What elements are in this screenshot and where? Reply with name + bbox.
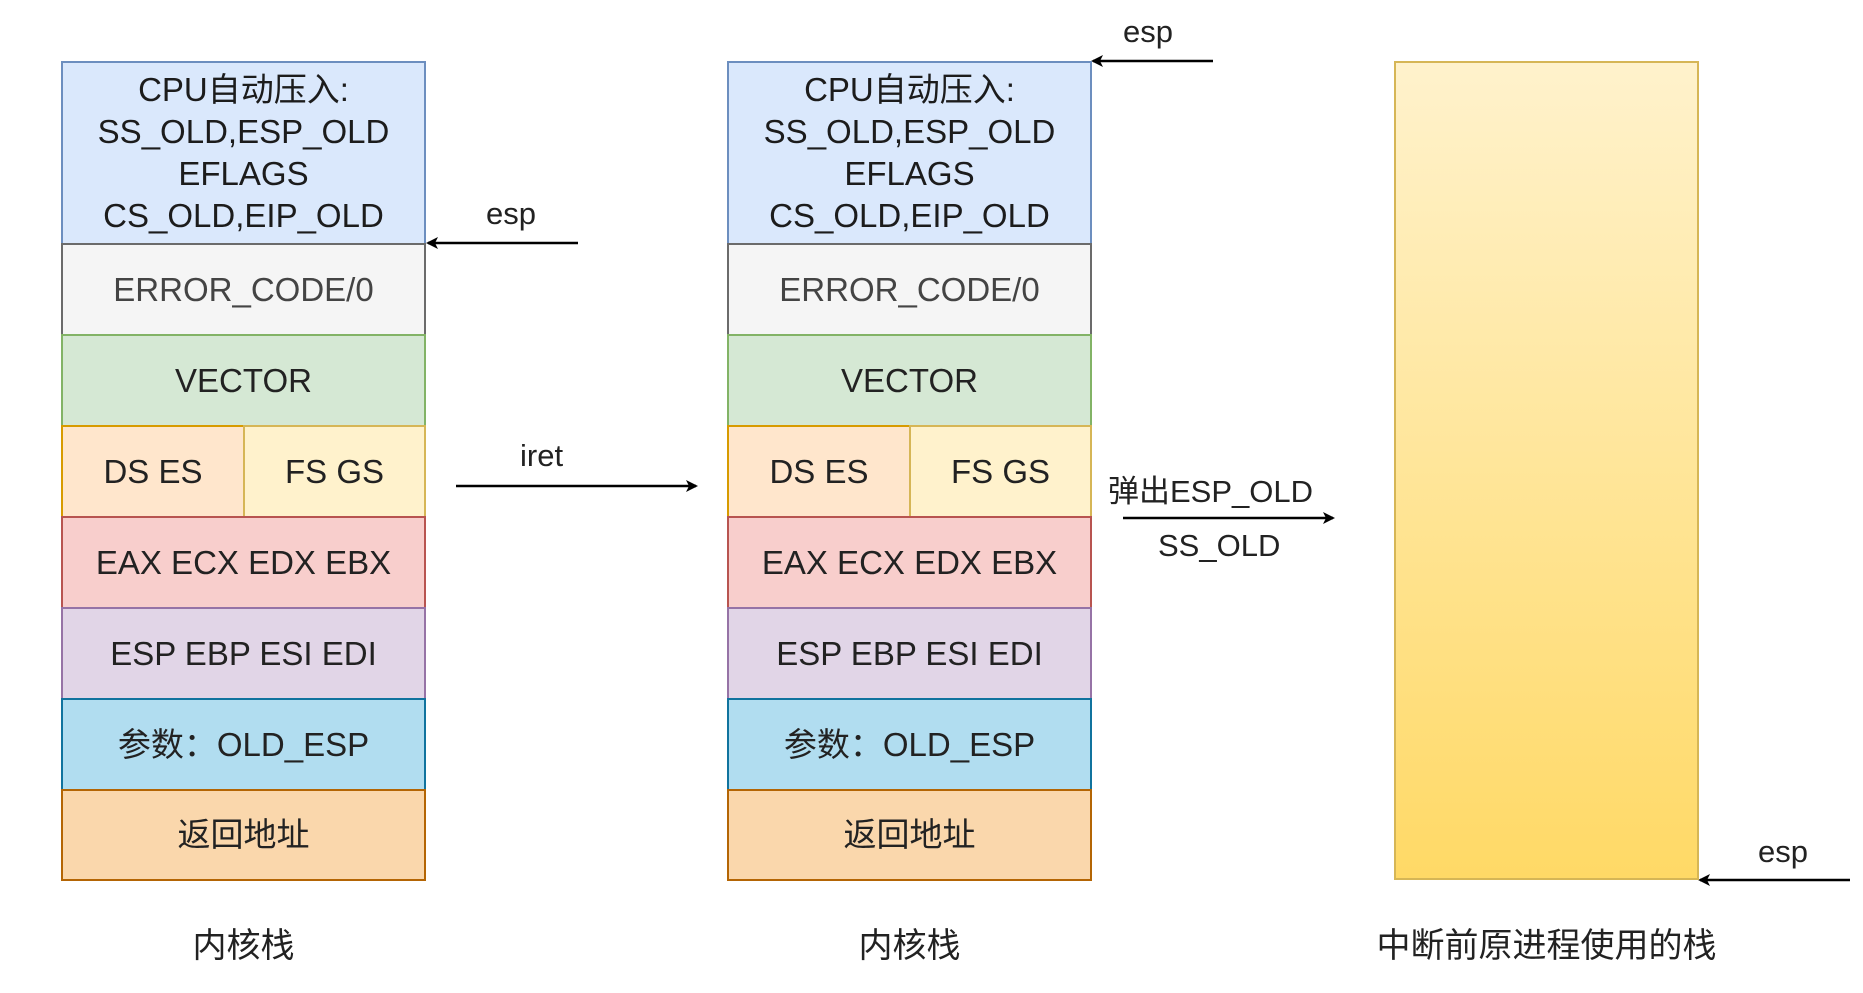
pop-label-top: 弹出ESP_OLD (1108, 474, 1314, 509)
error-code-slot: ERROR_CODE/0 (727, 243, 1092, 336)
stack3-esp-label: esp (1758, 834, 1808, 869)
pop-label-bottom: SS_OLD (1158, 528, 1281, 563)
return-address-slot: 返回地址 (727, 789, 1092, 881)
stack1-esp-label: esp (486, 196, 536, 231)
param-slot: 参数：OLD_ESP (61, 698, 426, 791)
gp-registers-2-slot: ESP EBP ESI EDI (727, 607, 1092, 700)
ds-es-slot: DS ES (727, 425, 911, 518)
cpu-push-block: CPU自动压入: SS_OLD,ESP_OLD EFLAGS CS_OLD,EI… (727, 61, 1092, 245)
stack1-caption: 内核栈 (192, 927, 295, 965)
ds-es-slot: DS ES (61, 425, 245, 518)
error-code-slot: ERROR_CODE/0 (61, 243, 426, 336)
stack2-esp-label: esp (1123, 14, 1173, 49)
gp-registers-1-slot: EAX ECX EDX EBX (61, 516, 426, 609)
kernel-stack-1: CPU自动压入: SS_OLD,ESP_OLD EFLAGS CS_OLD,EI… (61, 61, 426, 881)
stack3-caption: 中断前原进程使用的栈 (1376, 927, 1717, 965)
vector-slot: VECTOR (727, 334, 1092, 427)
param-slot: 参数：OLD_ESP (727, 698, 1092, 791)
return-address-slot: 返回地址 (61, 789, 426, 881)
cpu-push-block: CPU自动压入: SS_OLD,ESP_OLD EFLAGS CS_OLD,EI… (61, 61, 426, 245)
fs-gs-slot: FS GS (243, 425, 426, 518)
vector-slot: VECTOR (61, 334, 426, 427)
kernel-stack-2: CPU自动压入: SS_OLD,ESP_OLD EFLAGS CS_OLD,EI… (727, 61, 1092, 881)
gp-registers-1-slot: EAX ECX EDX EBX (727, 516, 1092, 609)
gp-registers-2-slot: ESP EBP ESI EDI (61, 607, 426, 700)
user-process-stack (1394, 61, 1699, 880)
stack2-caption: 内核栈 (858, 927, 961, 965)
iret-label: iret (520, 438, 564, 473)
fs-gs-slot: FS GS (909, 425, 1092, 518)
